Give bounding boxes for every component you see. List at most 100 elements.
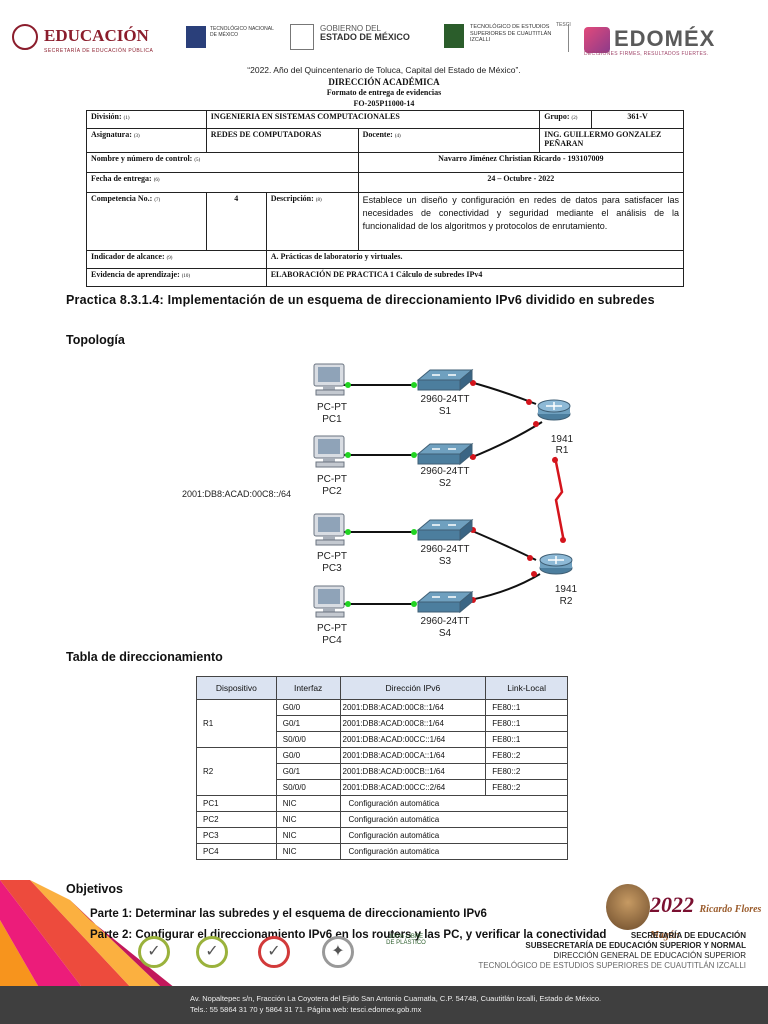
s2-name: S2 bbox=[439, 478, 452, 489]
sep-text-block: SECRETARÍA DE EDUCACIÓN SUBSECRETARÍA DE… bbox=[478, 931, 746, 970]
indicador-value: A. Prácticas de laboratorio y virtuales. bbox=[265, 250, 685, 269]
ll-cell: FE80::1 bbox=[485, 731, 568, 748]
ip-cell: 2001:DB8:ACAD:00CA::1/64 bbox=[339, 747, 487, 764]
doc-code: FO-205P11000-14 bbox=[353, 99, 415, 108]
evidencia-label: Evidencia de aprendizaje: (10) bbox=[86, 268, 267, 287]
nombre-value: Navarro Jiménez Christian Ricardo - 1931… bbox=[357, 152, 685, 173]
header-divider bbox=[568, 24, 569, 52]
table-row: PC2 NIC Configuración automática bbox=[196, 811, 569, 828]
certification-badge-4-icon: ✦ bbox=[322, 936, 354, 968]
r1-type: 1941 bbox=[551, 434, 574, 445]
switch-s4-icon[interactable] bbox=[417, 591, 473, 613]
ip-cell: Configuración automática bbox=[339, 827, 569, 844]
edomex-logo: EDOMÉX DECISIONES FIRMES, RESULTADOS FUE… bbox=[584, 26, 716, 58]
nombre-label: Nombre y número de control: (5) bbox=[86, 152, 359, 173]
router-r1-icon[interactable] bbox=[537, 399, 571, 421]
port-indicators bbox=[345, 380, 566, 607]
evidence-info-table: División: (1) INGENIERIA EN SISTEMAS COM… bbox=[86, 110, 685, 287]
division-label: División: (1) bbox=[86, 110, 207, 129]
iface-cell: G0/1 bbox=[275, 763, 341, 780]
competencia-value: 4 bbox=[205, 192, 267, 251]
tesci-icon bbox=[444, 24, 464, 48]
evidencia-value: ELABORACIÓN DE PRACTICA 1 Cálculo de sub… bbox=[265, 268, 685, 287]
s3-name: S3 bbox=[439, 556, 452, 567]
links bbox=[343, 381, 566, 605]
iface-cell: S0/0/0 bbox=[275, 731, 341, 748]
iface-cell: NIC bbox=[275, 843, 341, 860]
competencia-label: Competencia No.: (7) bbox=[86, 192, 207, 251]
r2-name: R2 bbox=[560, 596, 573, 607]
tecnm-icon bbox=[186, 26, 206, 48]
table-row: R1 G0/0 2001:DB8:ACAD:00C8::1/64 FE80::1 bbox=[196, 699, 568, 748]
iface-cell: NIC bbox=[275, 827, 341, 844]
ll-cell: FE80::2 bbox=[485, 747, 568, 764]
plastic-free-badge: 100% LIBRE DE PLÁSTICO bbox=[386, 934, 426, 946]
pc2-icon[interactable] bbox=[313, 435, 345, 468]
iface-cell: G0/0 bbox=[275, 747, 341, 764]
descripcion-value: Establece un diseño y configuración en r… bbox=[357, 192, 685, 251]
pc4-type: PC-PT bbox=[317, 623, 347, 634]
certification-badge-1-icon: ✓ bbox=[138, 936, 170, 968]
topologia-heading: Topología bbox=[66, 333, 125, 347]
iface-cell: G0/0 bbox=[275, 699, 341, 716]
doc-subtitle: Formato de entrega de evidencias bbox=[326, 88, 442, 97]
device-r1: R1 bbox=[196, 699, 277, 748]
grupo-value: 361-V bbox=[591, 110, 684, 129]
pc4-name: PC4 bbox=[322, 635, 342, 646]
device-cell: PC2 bbox=[196, 811, 277, 828]
iface-cell: NIC bbox=[275, 811, 341, 828]
tecnm-logo: TECNOLÓGICO NACIONAL DE MÉXICO bbox=[186, 26, 276, 48]
table-row: PC3 NIC Configuración automática bbox=[196, 827, 569, 844]
pc4-icon[interactable] bbox=[313, 585, 345, 618]
s3-type: 2960-24TT bbox=[421, 544, 470, 555]
educacion-logo: EDUCACIÓN SECRETARÍA DE EDUCACIÓN PÚBLIC… bbox=[12, 24, 153, 54]
col-interfaz: Interfaz bbox=[275, 676, 341, 700]
footer-phones: Tels.: 55 5864 31 70 y 5864 31 71. Págin… bbox=[190, 1005, 422, 1014]
switch-s1-icon[interactable] bbox=[417, 369, 473, 391]
iface-cell: NIC bbox=[275, 795, 341, 812]
brand-2022: 2022 Ricardo Flores Magón bbox=[650, 892, 762, 941]
r2-type: 1941 bbox=[555, 584, 578, 595]
switch-s2-icon[interactable] bbox=[417, 443, 473, 465]
device-r2: R2 bbox=[196, 747, 277, 796]
flores-magon-portrait bbox=[606, 884, 650, 930]
pc2-name: PC2 bbox=[322, 486, 342, 497]
ll-cell: FE80::1 bbox=[485, 715, 568, 732]
ip-cell: 2001:DB8:ACAD:00C8::1/64 bbox=[339, 699, 487, 716]
tabla-heading: Tabla de direccionamiento bbox=[66, 650, 223, 664]
ip-cell: Configuración automática bbox=[339, 843, 569, 860]
ll-cell: FE80::2 bbox=[485, 763, 568, 780]
pc3-icon[interactable] bbox=[313, 513, 345, 546]
ip-cell: 2001:DB8:ACAD:00CB::1/64 bbox=[339, 763, 487, 780]
table-row: PC1 NIC Configuración automática bbox=[196, 795, 569, 812]
fecha-value: 24 – Octubre - 2022 bbox=[357, 172, 685, 193]
footer-bar bbox=[0, 986, 768, 1024]
edomex-icon bbox=[584, 27, 610, 54]
table-row: S0/0/0 2001:DB8:ACAD:00CC::2/64 FE80::2 bbox=[197, 779, 568, 796]
pc1-type: PC-PT bbox=[317, 402, 347, 413]
s4-type: 2960-24TT bbox=[421, 616, 470, 627]
table-row: G0/1 2001:DB8:ACAD:00CB::1/64 FE80::2 bbox=[197, 763, 568, 780]
switch-s3-icon[interactable] bbox=[417, 519, 473, 541]
s1-type: 2960-24TT bbox=[421, 394, 470, 405]
s4-name: S4 bbox=[439, 628, 452, 639]
objetivos-heading: Objetivos bbox=[66, 882, 123, 896]
iface-cell: S0/0/0 bbox=[275, 779, 341, 796]
descripcion-label: Descripción: (8) bbox=[265, 192, 359, 251]
tesci-vertical-text: TESCI bbox=[556, 22, 571, 28]
pc3-type: PC-PT bbox=[317, 551, 347, 562]
network-topology-diagram: PC-PT PC1 PC-PT PC2 PC-PT PC3 PC-PT PC4 … bbox=[182, 363, 578, 646]
practice-title: Practica 8.3.1.4: Implementación de un e… bbox=[66, 293, 655, 307]
sep-seal-icon bbox=[12, 24, 38, 50]
router-r2-icon[interactable] bbox=[539, 553, 573, 575]
indicador-label: Indicador de alcance: (9) bbox=[86, 250, 267, 269]
tesci-logo: TECNOLÓGICO DE ESTUDIOS SUPERIORES DE CU… bbox=[444, 24, 564, 48]
r1-name: R1 bbox=[556, 445, 569, 456]
table-row: PC4 NIC Configuración automática bbox=[196, 843, 569, 860]
col-ipv6: Dirección IPv6 bbox=[339, 676, 487, 700]
device-cell: PC4 bbox=[196, 843, 277, 860]
asignatura-value: REDES DE COMPUTADORAS bbox=[205, 128, 359, 153]
col-link-local: Link-Local bbox=[485, 676, 568, 700]
s2-type: 2960-24TT bbox=[421, 466, 470, 477]
pc1-icon[interactable] bbox=[313, 363, 345, 396]
